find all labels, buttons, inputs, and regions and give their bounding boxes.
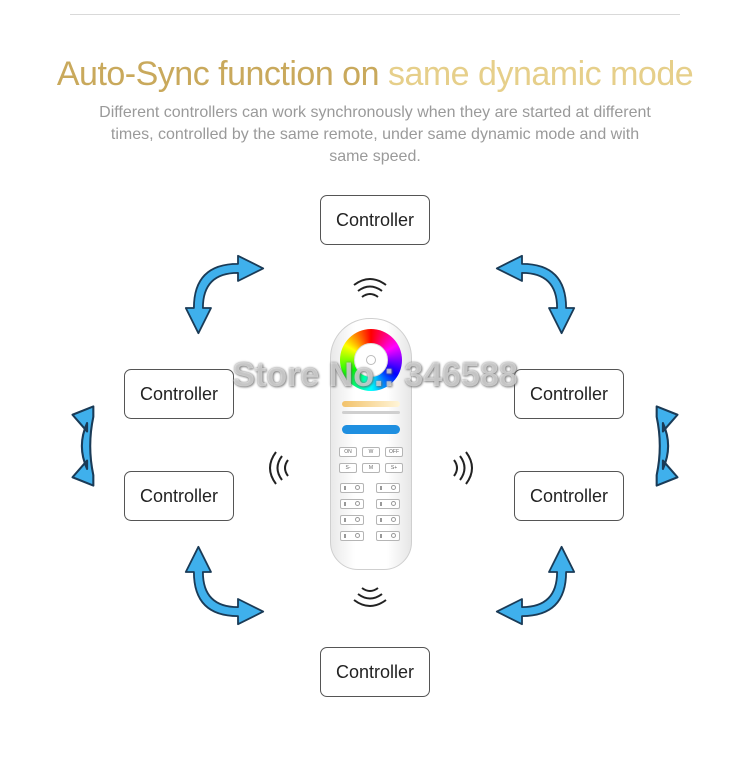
arrow-shape (184, 545, 265, 626)
page-title: Auto-Sync function on same dynamic mode (0, 54, 750, 94)
color-temperature-slider (342, 401, 400, 407)
zone-4-button (376, 499, 400, 509)
controller-bottom-box: Controller (320, 647, 430, 697)
saturation-slider (342, 411, 400, 414)
controller-top-box: Controller (320, 195, 430, 245)
controller-left-upper-box: Controller (124, 369, 234, 419)
arrow-shape (495, 254, 576, 335)
zone-8-button (376, 531, 400, 541)
arrow-shape (655, 405, 679, 487)
title-part-1: Auto-Sync function on (56, 55, 388, 93)
remote-off-button: OFF (385, 447, 403, 457)
arrow-shape (71, 405, 95, 487)
signal-waves-top-icon (353, 278, 387, 298)
controller-right-upper-box: Controller (514, 369, 624, 419)
curved-arrow-right-icon (655, 405, 679, 487)
color-wheel (340, 329, 402, 391)
arrow-shape (184, 254, 265, 335)
zone-7-button (340, 531, 364, 541)
curved-arrow-bottom-right-icon (495, 545, 576, 626)
signal-waves-right-icon (453, 451, 473, 485)
curved-arrow-top-left-icon (184, 254, 265, 335)
remote-mode-button: M (362, 463, 380, 473)
signal-waves-bottom-icon (353, 587, 387, 607)
zone-1-button (340, 483, 364, 493)
remote-on-button: ON (339, 447, 357, 457)
curved-arrow-bottom-left-icon (184, 545, 265, 626)
curved-arrow-top-right-icon (495, 254, 576, 335)
remote-control: ON W OFF S- M S+ (330, 318, 412, 570)
top-divider (70, 14, 680, 15)
controller-right-lower-box: Controller (514, 471, 624, 521)
zone-5-button (340, 515, 364, 525)
remote-speed-up-button: S+ (385, 463, 403, 473)
arrow-shape (495, 545, 576, 626)
zone-6-button (376, 515, 400, 525)
title-part-2: same dynamic mode (387, 55, 694, 93)
remote-speed-down-button: S- (339, 463, 357, 473)
zone-3-button (340, 499, 364, 509)
power-dot-icon (366, 355, 376, 365)
curved-arrow-left-icon (71, 405, 95, 487)
brightness-slider (342, 425, 400, 434)
controller-left-lower-box: Controller (124, 471, 234, 521)
color-wheel-center (354, 343, 388, 377)
page-subtitle: Different controllers can work synchrono… (99, 104, 651, 165)
signal-waves-left-icon (269, 451, 289, 485)
remote-w-button: W (362, 447, 380, 457)
zone-2-button (376, 483, 400, 493)
